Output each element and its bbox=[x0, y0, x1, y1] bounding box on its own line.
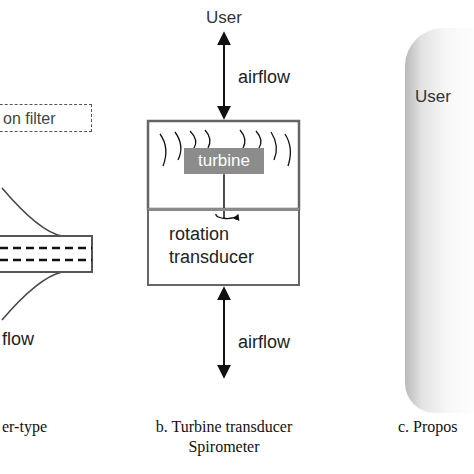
airflow-label: flow bbox=[2, 328, 34, 351]
node-text: rotation transducer bbox=[169, 223, 279, 268]
turbine-housing bbox=[148, 121, 299, 209]
turbine-label-box: turbine bbox=[184, 148, 264, 174]
rotation-arrow bbox=[216, 214, 238, 219]
transducer-compartment: rotation transducer bbox=[147, 208, 300, 286]
mesh-line bbox=[0, 259, 92, 262]
airflow-label: airflow bbox=[238, 331, 290, 354]
user-label: User bbox=[206, 7, 242, 28]
funnel-curve bbox=[2, 188, 62, 236]
mesh-line bbox=[0, 247, 92, 250]
subfigure-caption: b. Turbine transducer Spirometer bbox=[139, 417, 309, 457]
funnel-curve bbox=[2, 272, 62, 320]
subfigure-caption: er-type bbox=[2, 417, 47, 437]
node-text: turbine bbox=[198, 150, 250, 171]
device-photo: User bbox=[405, 28, 474, 413]
subfigure-caption: c. Propos bbox=[398, 417, 458, 437]
airflow-arrow bbox=[223, 289, 225, 376]
shaft-connector bbox=[223, 174, 225, 208]
airflow-arrow bbox=[223, 34, 225, 117]
airflow-label: airflow bbox=[238, 66, 290, 89]
node-text: on filter bbox=[3, 109, 87, 129]
flow-tube bbox=[0, 236, 92, 272]
node-text: User bbox=[415, 86, 474, 107]
shaft bbox=[223, 210, 225, 219]
filter-box: on filter bbox=[0, 104, 92, 132]
